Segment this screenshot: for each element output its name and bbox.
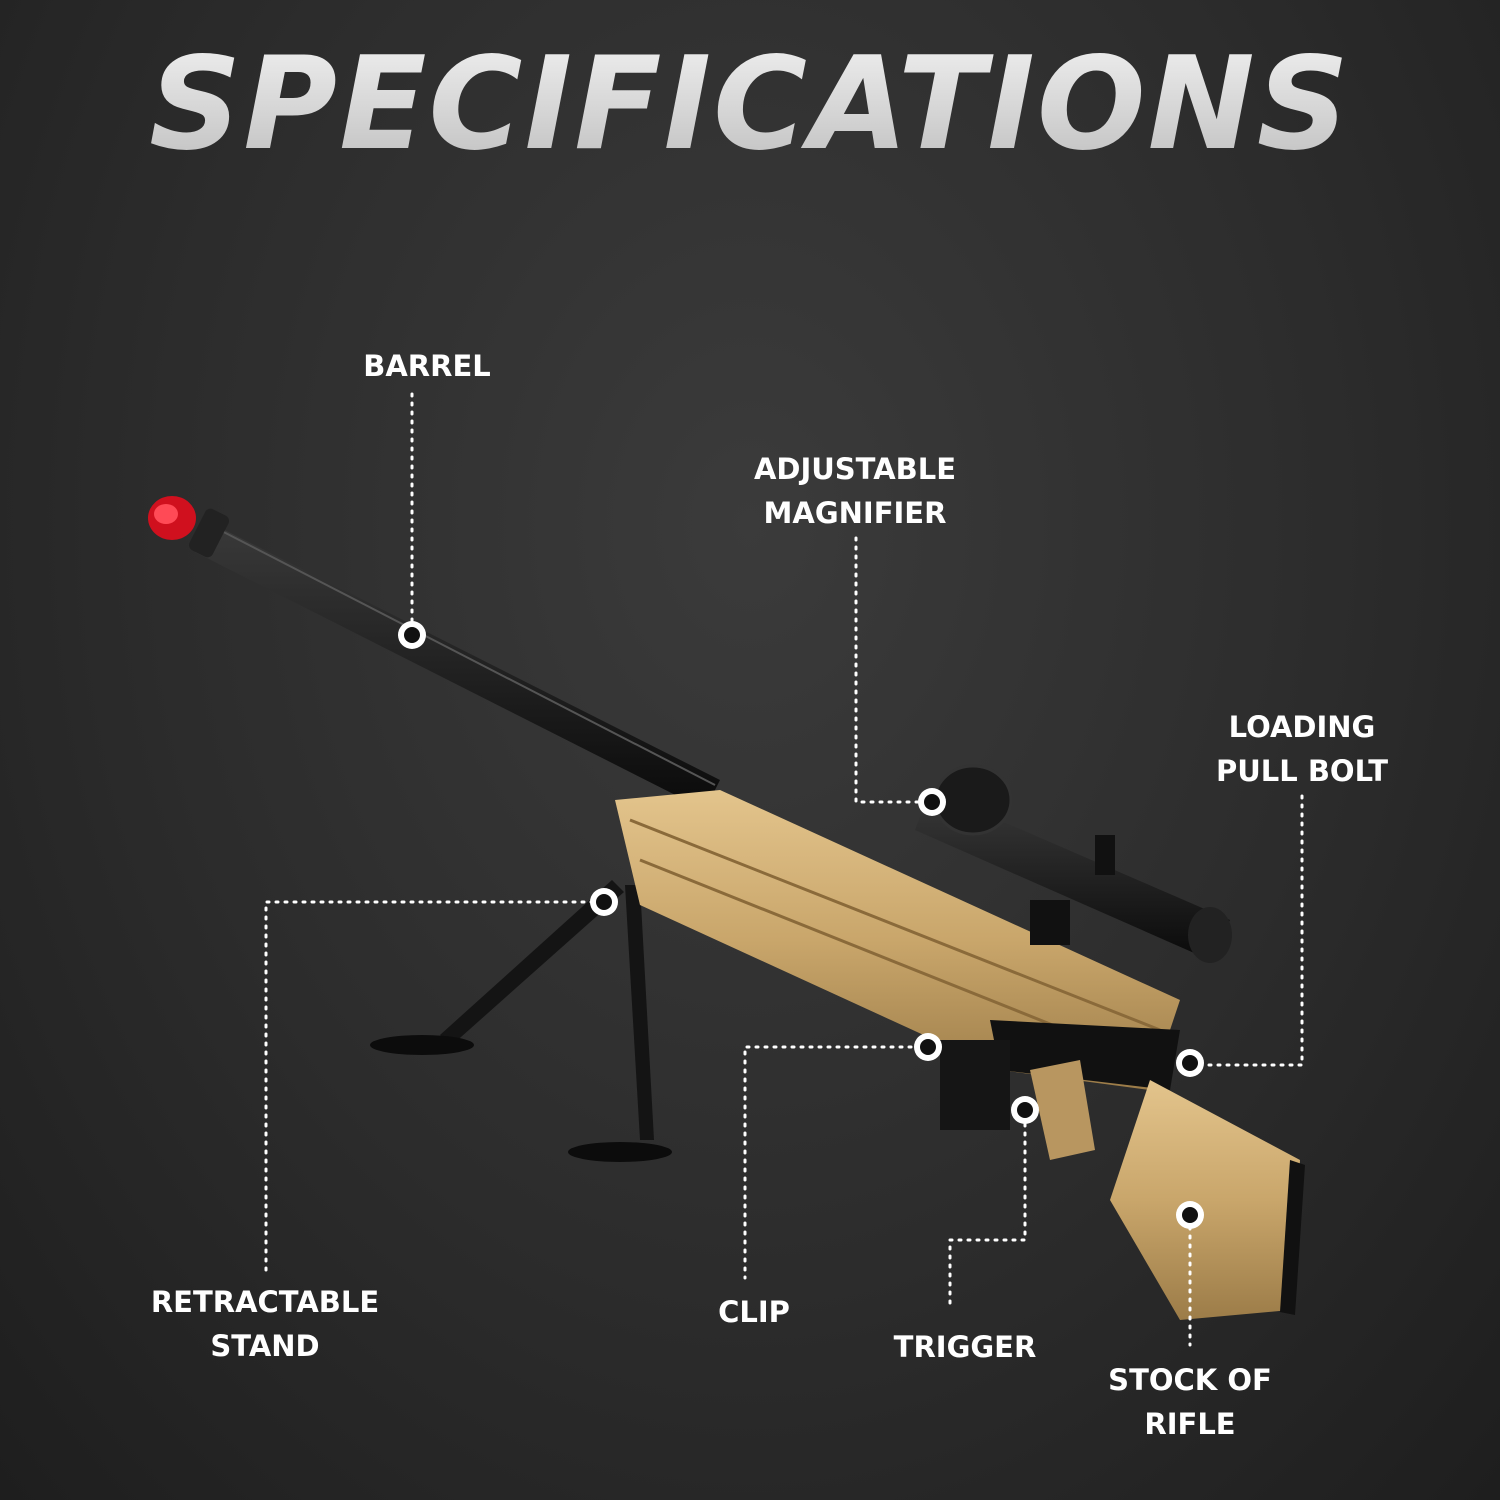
pull-bolt-marker bbox=[1176, 1049, 1204, 1077]
label-trigger: TRIGGER bbox=[893, 1330, 1037, 1364]
clip-marker bbox=[914, 1033, 942, 1061]
callout-dots bbox=[398, 621, 1204, 1229]
label-clip: CLIP bbox=[718, 1295, 790, 1329]
trigger-marker bbox=[1011, 1096, 1039, 1124]
leader-lines bbox=[264, 392, 1304, 1347]
barrel-marker bbox=[398, 621, 426, 649]
barrel bbox=[148, 496, 720, 810]
label-loading-pull-bolt: LOADING PULL BOLT bbox=[1215, 710, 1389, 788]
stand-marker bbox=[590, 888, 618, 916]
bipod-stand bbox=[370, 880, 672, 1162]
label-retractable-stand: RETRACTABLE STAND bbox=[150, 1285, 380, 1363]
magazine-clip bbox=[940, 1040, 1010, 1130]
page-title: SPECIFICATIONS bbox=[0, 30, 1500, 179]
stock-marker bbox=[1176, 1201, 1204, 1229]
label-adjustable-magnifier: ADJUSTABLE MAGNIFIER bbox=[753, 452, 957, 530]
label-stock-of-rifle: STOCK OF RIFLE bbox=[1108, 1363, 1272, 1441]
label-barrel: BARREL bbox=[363, 349, 491, 383]
rifle-stock bbox=[1110, 1080, 1300, 1320]
scope bbox=[915, 764, 1232, 963]
rifle-body bbox=[615, 790, 1305, 1320]
magnifier-marker bbox=[918, 788, 946, 816]
